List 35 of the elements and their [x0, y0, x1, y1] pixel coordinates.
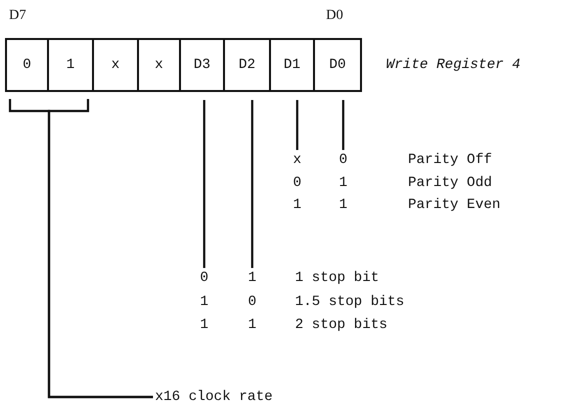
field-description: x16 clock rate [155, 389, 273, 405]
bit-value: 0 [293, 175, 302, 191]
register-name: Write Register 4 [386, 57, 520, 73]
bit-value: 0 [200, 270, 208, 286]
leader-line [296, 100, 298, 150]
leader-line [48, 99, 153, 398]
bit-value: 1 [339, 175, 348, 191]
bit-value: 1 [339, 197, 348, 213]
bit-value: 0 [248, 294, 256, 310]
register-bit-cell: D1 [271, 38, 315, 92]
setting-name: 2 stop bits [295, 317, 388, 333]
setting-name: Parity Even [408, 197, 500, 213]
register-bit-cell: 1 [49, 38, 94, 92]
leader-line [203, 100, 206, 268]
bit-value: 1 [200, 294, 208, 310]
bit-value: x [293, 152, 302, 168]
register-bit-cell: 0 [5, 38, 49, 92]
leader-line [251, 100, 254, 268]
leader-line [342, 100, 344, 150]
bit-label: D7 [9, 8, 26, 24]
bit-value: 1 [248, 270, 256, 286]
register-bit-cell: D3 [181, 38, 225, 92]
register-bit-cell: D2 [225, 38, 271, 92]
setting-name: 1 stop bit [295, 270, 380, 286]
register-bit-cell: x [139, 38, 181, 92]
bit-value: 1 [200, 317, 208, 333]
setting-name: 1.5 stop bits [295, 294, 404, 310]
bit-value: 0 [339, 152, 348, 168]
setting-name: Parity Odd [408, 175, 492, 191]
setting-name: Parity Off [408, 152, 492, 168]
register-bit-cell: D0 [315, 38, 362, 92]
bit-value: 1 [293, 197, 302, 213]
register-bit-cell: x [94, 38, 139, 92]
bit-value: 1 [248, 317, 256, 333]
bit-label: D0 [326, 8, 344, 24]
